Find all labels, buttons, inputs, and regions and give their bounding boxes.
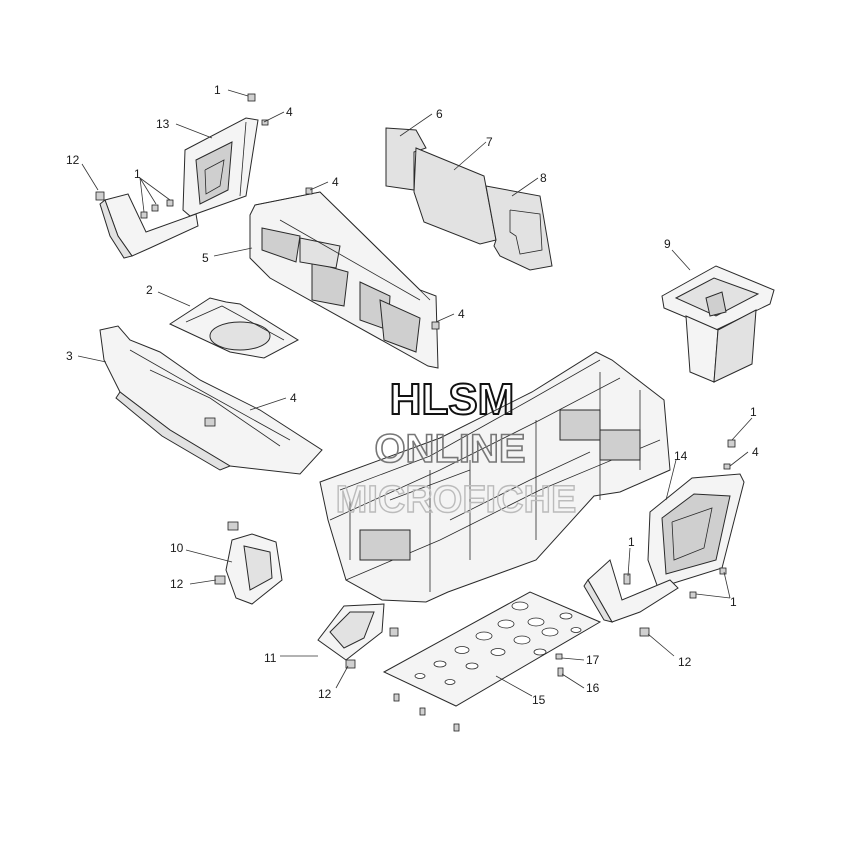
callout-12: 12 (318, 687, 332, 701)
callout-15: 15 (532, 693, 546, 707)
callout-1: 1 (730, 595, 737, 609)
part-15-skid-plate (382, 591, 602, 707)
callout-12: 12 (66, 153, 80, 167)
part-13-left-side-panel (182, 117, 259, 217)
callout-1: 1 (214, 83, 221, 97)
callout-8: 8 (540, 171, 547, 185)
lower-fasteners (214, 439, 736, 732)
callout-13: 13 (156, 117, 170, 131)
callout-4: 4 (752, 445, 759, 459)
watermark: HLSM ONLINE MICROFICHE (335, 374, 577, 522)
part-6-panel (385, 127, 427, 191)
callout-16: 16 (586, 681, 600, 695)
callout-1: 1 (750, 405, 757, 419)
part-9-storage-bin (661, 265, 775, 383)
callout-9: 9 (664, 237, 671, 251)
callout-1: 1 (628, 535, 635, 549)
watermark-line-3: MICROFICHE (336, 479, 577, 521)
callout-11: 11 (264, 651, 277, 665)
callout-12: 12 (170, 577, 184, 591)
callout-17: 17 (586, 653, 600, 667)
callout-4: 4 (290, 391, 297, 405)
part-2-floor-center-panel (168, 297, 300, 359)
callout-10: 10 (170, 541, 184, 555)
callout-2: 2 (146, 283, 153, 297)
callout-5: 5 (202, 251, 209, 265)
part-12-right-footwell-guard (583, 559, 679, 623)
part-3-left-floor (99, 325, 323, 475)
callout-12: 12 (678, 655, 692, 669)
part-7-panel (413, 147, 497, 245)
main-frame (319, 351, 671, 603)
callout-7: 7 (486, 135, 493, 149)
callout-1: 1 (134, 167, 141, 181)
leader-lines (77, 89, 753, 697)
callout-6: 6 (436, 107, 443, 121)
callout-3: 3 (66, 349, 73, 363)
watermark-line-1: HLSM (390, 375, 515, 424)
callout-labels: 1 13 4 12 1 6 7 8 4 5 9 2 4 3 4 1 4 14 1… (66, 83, 759, 707)
callout-4: 4 (458, 307, 465, 321)
upper-left-fasteners (95, 93, 269, 219)
part-8-panel (485, 185, 553, 271)
callout-14: 14 (674, 449, 688, 463)
part-10-bracket (225, 533, 283, 605)
callout-4: 4 (332, 175, 339, 189)
callout-4: 4 (286, 105, 293, 119)
part-11-bracket (317, 603, 385, 661)
part-5-rear-bulkhead (249, 187, 440, 369)
watermark-line-2: ONLINE (374, 427, 525, 471)
part-14-right-side-panel (647, 473, 745, 589)
part-12-left-footwell-guard (99, 193, 199, 259)
